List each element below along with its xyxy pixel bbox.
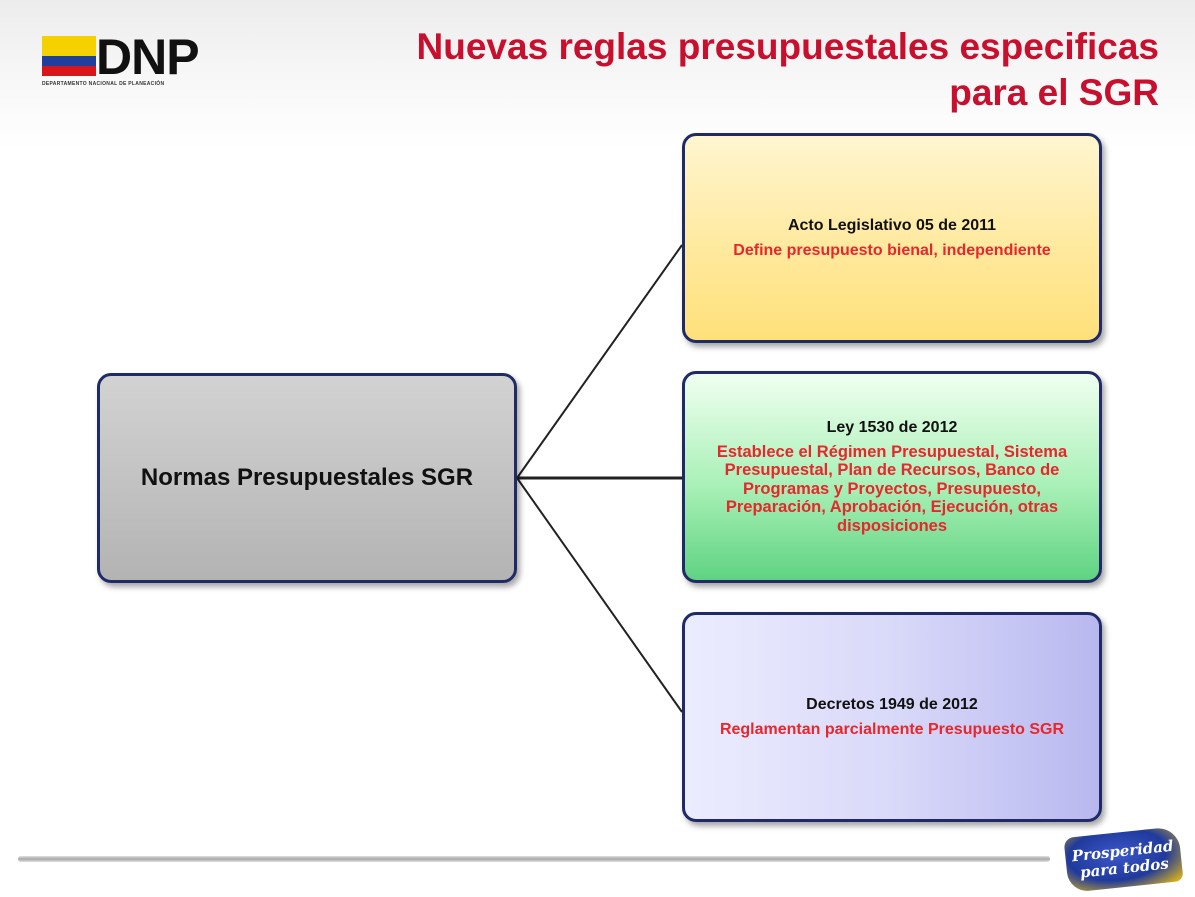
child-node-description: Define presupuesto bienal, independiente (733, 241, 1051, 259)
child-node-description: Establece el Régimen Presupuestal, Siste… (716, 442, 1068, 535)
root-node-label: Normas Presupuestales SGR (140, 464, 474, 491)
title-line-2: para el SGR (949, 72, 1159, 113)
root-node: Normas Presupuestales SGR (97, 373, 517, 583)
title-line-1: Nuevas reglas presupuestales especificas (416, 26, 1159, 67)
logo-subtext: DEPARTAMENTO NACIONAL DE PLANEACIÓN (42, 81, 165, 87)
logo-text: DNP (96, 29, 200, 85)
dnp-logo: DNP DEPARTAMENTO NACIONAL DE PLANEACIÓN (42, 29, 242, 96)
connector-to-box-1 (516, 244, 683, 479)
child-node-decretos: Decretos 1949 de 2012 Reglamentan parcia… (682, 612, 1102, 822)
page-title: Nuevas reglas presupuestales especificas… (339, 24, 1159, 116)
child-node-title: Acto Legislativo 05 de 2011 (787, 216, 997, 234)
footer-divider (18, 856, 1050, 862)
child-node-title: Ley 1530 de 2012 (826, 418, 958, 436)
connector-to-box-3 (516, 477, 683, 713)
header-band (0, 0, 1195, 150)
child-node-acto-legislativo: Acto Legislativo 05 de 2011 Define presu… (682, 133, 1102, 343)
child-node-ley-1530: Ley 1530 de 2012 Establece el Régimen Pr… (682, 371, 1102, 583)
child-node-description: Reglamentan parcialmente Presupuesto SGR (719, 720, 1065, 738)
colombia-flag-icon (42, 36, 96, 76)
child-node-title: Decretos 1949 de 2012 (806, 695, 978, 713)
